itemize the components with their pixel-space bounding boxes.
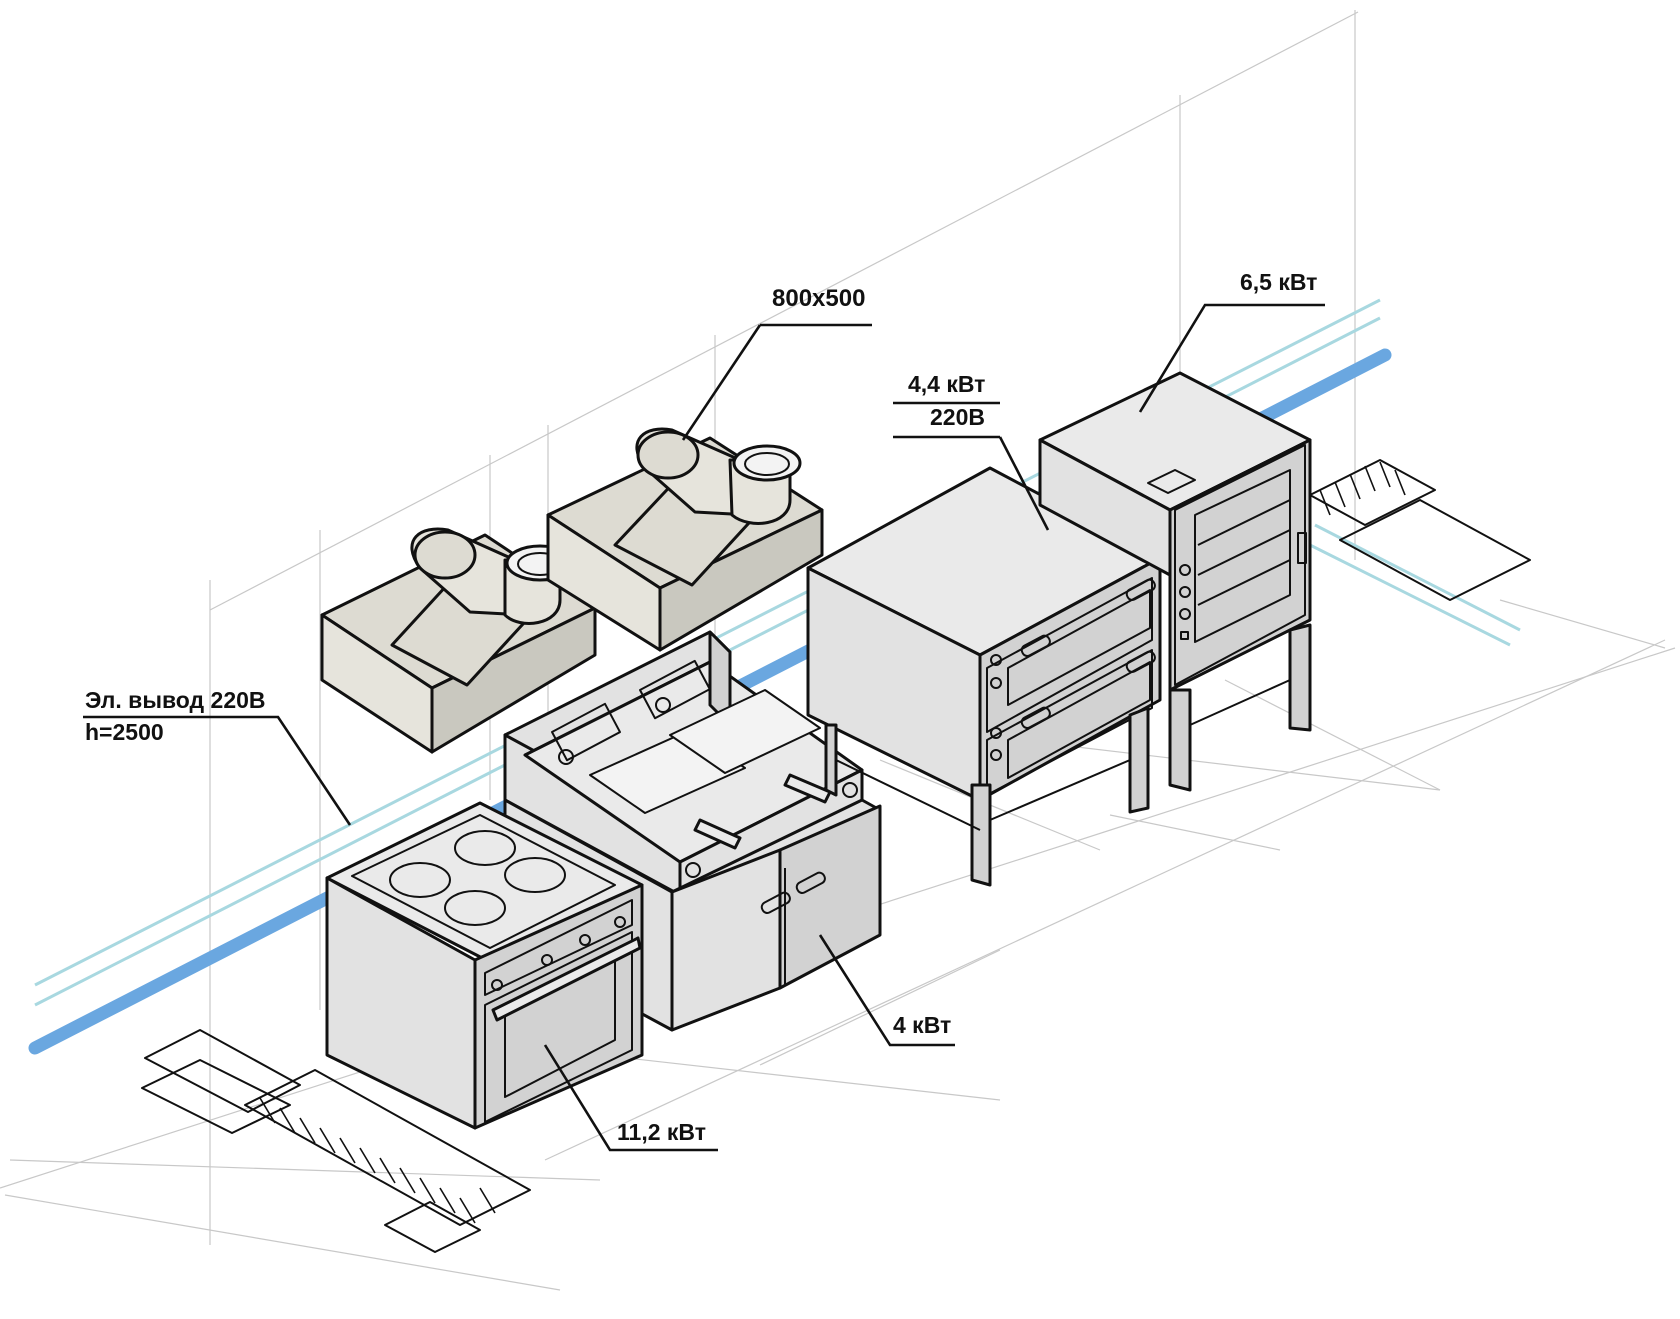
stove-power-label: 11,2 кВт <box>617 1119 706 1145</box>
deck-oven-voltage-label: 220В <box>930 404 985 430</box>
convection-oven <box>1038 371 1312 792</box>
secondary-pipe-right-b <box>1309 543 1511 647</box>
exhaust-hood-left <box>320 527 597 754</box>
floor-drain-right <box>1309 459 1531 601</box>
fryer-power-label: 4 кВт <box>893 1012 951 1038</box>
secondary-pipe-right-a <box>1314 523 1521 632</box>
annotations: 800x500 Эл. вывод 220В h=2500 4,4 кВт 22… <box>83 269 1325 1152</box>
outlet-height-label: h=2500 <box>85 719 164 745</box>
electric-outlet-label: Эл. вывод 220В <box>85 687 266 713</box>
exhaust-hood-right <box>546 427 824 652</box>
electric-stove <box>325 801 644 1130</box>
hood-size-label: 800x500 <box>772 285 865 312</box>
deck-oven-power-label: 4,4 кВт <box>908 371 985 397</box>
floor-drain-left <box>141 1029 531 1253</box>
convection-oven-power-label: 6,5 кВт <box>1240 269 1317 295</box>
